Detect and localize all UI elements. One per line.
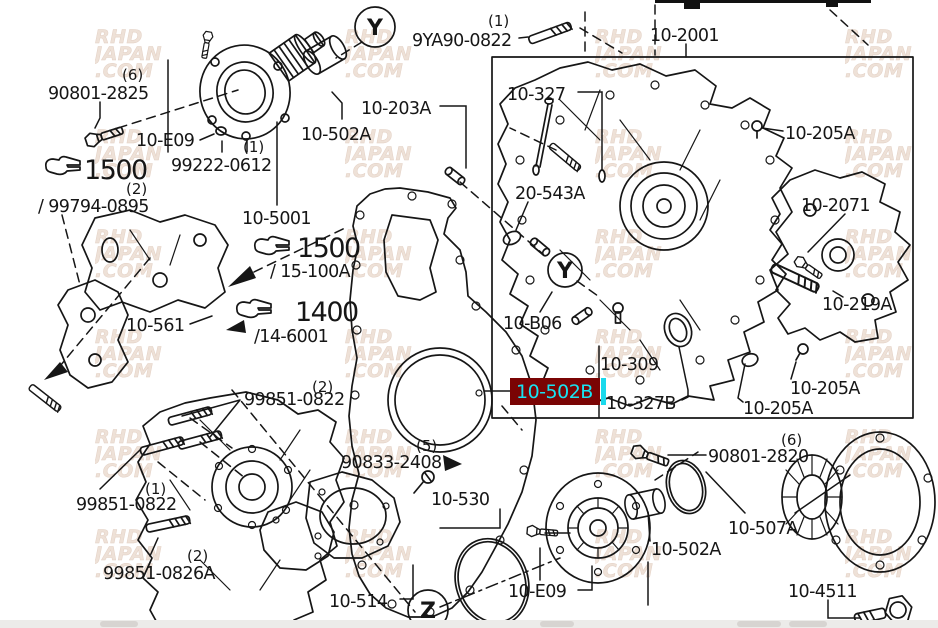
part-label-10-219a: 10-219A (822, 295, 892, 315)
part-label-10-2001: 10-2001 (650, 26, 719, 46)
part-label-10-530: 10-530 (431, 490, 489, 510)
assembly-box-10-2001 (491, 56, 914, 419)
horizontal-scrollbar[interactable] (0, 620, 938, 628)
part-label-10-309: 10-309 (600, 355, 658, 375)
qty-99794-0895: (2) (126, 180, 147, 198)
qty-90801-2825: (6) (122, 66, 143, 84)
centerline-dashdot (439, 557, 561, 608)
part-label-10-507a: 10-507A (728, 519, 798, 539)
view-letter-y-mid: Y (556, 259, 574, 284)
ref-label-1500-left: 1500 (84, 155, 147, 186)
box-small-parts (502, 20, 825, 368)
selected-part-label-10-502b[interactable]: 10-502B (510, 378, 606, 405)
part-label-99851-0826a: 99851-0826A (103, 564, 216, 584)
view-letter-z: Z (420, 599, 436, 624)
part-label-10-e09-bottom: 10-E09 (508, 582, 566, 602)
part-label-10-327b: 10-327B (606, 394, 676, 414)
leader-lines (94, 36, 861, 619)
ref-label-1400: 1400 (295, 297, 358, 328)
qty-90801-2820: (6) (781, 431, 802, 449)
part-label-10-502a-top: 10-502A (301, 125, 371, 145)
selected-part-text[interactable]: 10-502B (516, 381, 593, 403)
part-label-20-543a: 20-543A (515, 184, 585, 204)
part-label-99851-0822-top: 99851-0822 (244, 390, 345, 410)
qty-99851-0822-top: (2) (312, 378, 333, 396)
part-label-10-4511: 10-4511 (788, 582, 857, 602)
part-label-10-e09-top: 10-E09 (136, 131, 194, 151)
part-label-99794-0895: / 99794-0895 (38, 197, 149, 217)
view-circle-y-mid: Y (547, 252, 583, 288)
water-pump-bottom-drawing (622, 431, 936, 573)
gasket-10-502b-drawing (348, 187, 537, 618)
part-label-10-205a-low: 10-205A (743, 399, 813, 419)
part-label-10-561: 10-561 (126, 316, 184, 336)
qty-90833-2408: (5) (416, 437, 437, 455)
view-circle-z: Z (407, 589, 449, 628)
qty-99851-0826a: (2) (187, 547, 208, 565)
top-edge-bar (655, 0, 871, 9)
ref-label-15-100a: / 15-100A (270, 262, 351, 282)
qty-99222-0612: (1) (243, 138, 264, 156)
part-label-90801-2820: 90801-2820 (708, 447, 809, 467)
qty-9ya90-0822: (1) (488, 12, 509, 30)
part-label-10-502a-bottom: 10-502A (651, 540, 721, 560)
pump-bottom-center-drawing (526, 472, 651, 584)
part-label-90833-2408: 90833-2408 (341, 453, 442, 473)
construction-dashed-lines (59, 4, 869, 613)
bracket-99794-drawing (81, 209, 229, 313)
part-label-10-514: 10-514 (329, 592, 388, 612)
part-label-10-205a-mid: 10-205A (790, 379, 860, 399)
view-letter-y-top: Y (366, 16, 384, 41)
ref-label-1500-mid: 1500 (297, 233, 360, 264)
plate-10-530-drawing (259, 470, 435, 571)
ref-label-14-6001: /14-6001 (254, 327, 328, 347)
part-label-90801-2825: 90801-2825 (48, 84, 149, 104)
bracket-10-561-drawing (57, 279, 129, 389)
part-label-99222-0612: 99222-0612 (171, 156, 272, 176)
part-label-9ya90-0822: 9YA90-0822 (412, 31, 512, 51)
part-label-10-205a-top: 10-205A (785, 124, 855, 144)
part-label-10-327: 10-327 (507, 85, 565, 105)
view-circle-y-top: Y (354, 6, 396, 48)
qty-99851-0822-left: (1) (145, 480, 166, 498)
water-pump-top-drawing (198, 30, 351, 141)
part-label-10-2071: 10-2071 (801, 196, 870, 216)
part-label-10-5001: 10-5001 (242, 209, 311, 229)
direction-arrows (44, 266, 462, 471)
part-label-99851-0822-left: 99851-0822 (76, 495, 177, 515)
part-label-10-203a: 10-203A (361, 99, 431, 119)
part-label-10-b06: 10-B06 (503, 314, 562, 334)
timing-cover-drawing (497, 61, 911, 407)
